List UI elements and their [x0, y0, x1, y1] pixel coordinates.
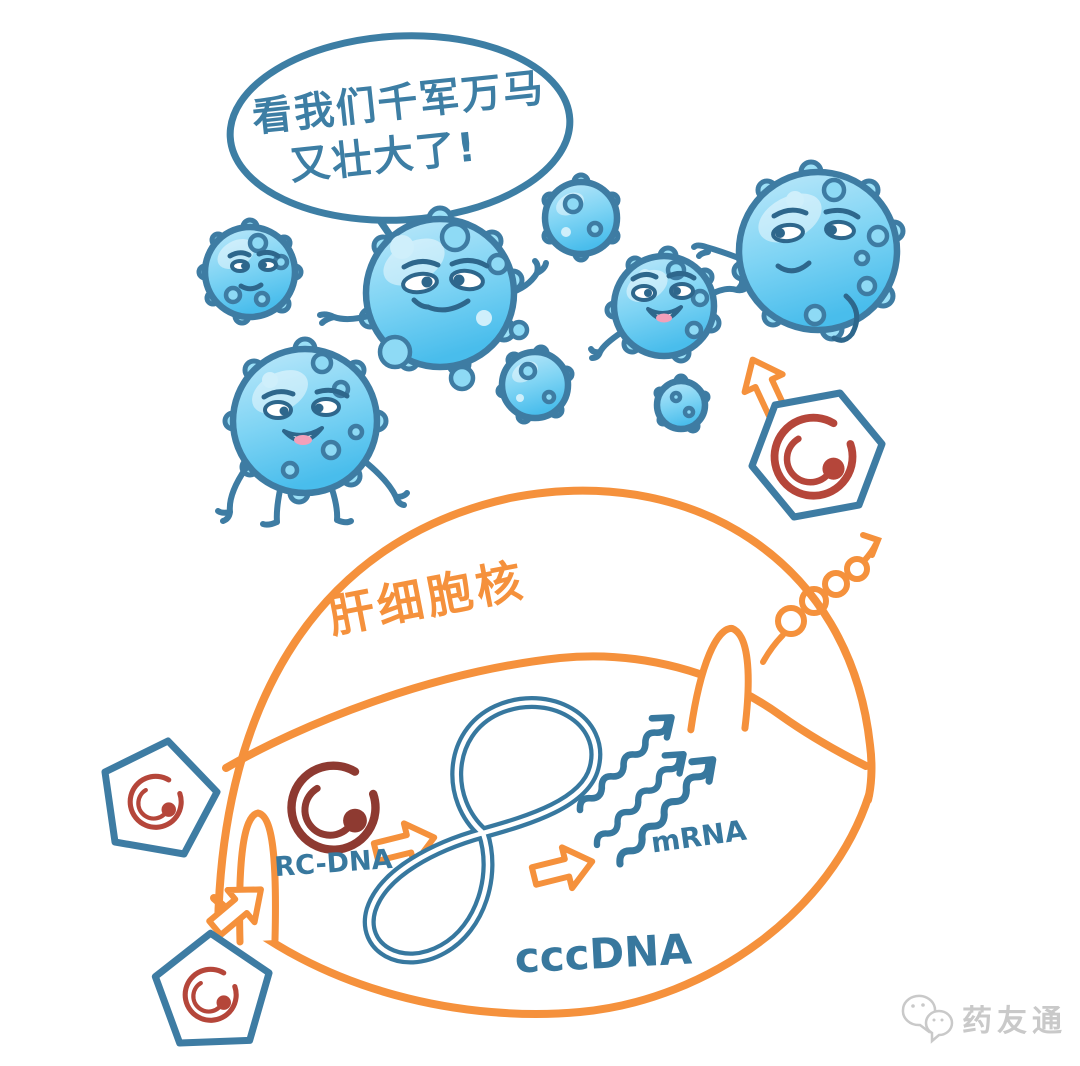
watermark: 药友通 — [901, 994, 1067, 1044]
rc-dna-label: RC-DNA — [273, 844, 393, 883]
virus-cartoon-bottom-left — [215, 336, 410, 528]
cccdna-label: cccDNA — [513, 924, 693, 982]
virus-cartoon-tiny — [653, 373, 711, 434]
bottom-virus-left-arm — [215, 465, 249, 524]
virus-cartoon-plain-top — [541, 172, 621, 263]
nuclear-pore-right — [687, 624, 752, 734]
nucleus-inner-membrane — [222, 652, 870, 772]
speech-bubble: 看我们千军万马 又壮大了! — [226, 32, 574, 251]
nucleus-bottom-membrane — [210, 791, 873, 1018]
nucleus-label: 肝细胞核 — [324, 553, 531, 644]
transcription-arrow — [529, 841, 597, 896]
bottom-virus-left-leg — [260, 487, 283, 528]
watermark-text: 药友通 — [962, 1004, 1067, 1039]
big-virus-hand — [831, 293, 860, 343]
virus-cartoon-plain-middle — [495, 344, 575, 425]
capsid-hexagon — [748, 389, 886, 521]
wechat-bubbles-icon — [901, 994, 954, 1044]
virus-cartoon-big-right — [691, 159, 906, 343]
cccdna-molecule: cccDNA — [362, 696, 693, 983]
rc-dna-molecule: RC-DNA — [273, 766, 394, 883]
coil-arrowhead — [860, 532, 882, 558]
nuclear-pore-left — [236, 809, 279, 946]
capsid-pentagon-2 — [151, 929, 273, 1047]
virus-cartoon-happy-right — [588, 245, 749, 364]
bottom-virus-right-arm — [360, 457, 410, 508]
pgrna-coil — [760, 532, 882, 665]
virus-cartoon-small-left — [196, 217, 304, 326]
bottom-virus-right-leg — [329, 486, 354, 526]
nucleus-outer-membrane — [214, 486, 876, 932]
capsid-pentagon-1 — [101, 737, 221, 858]
happy-virus-left-arm — [588, 329, 625, 361]
virus-cartoon-main — [317, 205, 549, 392]
